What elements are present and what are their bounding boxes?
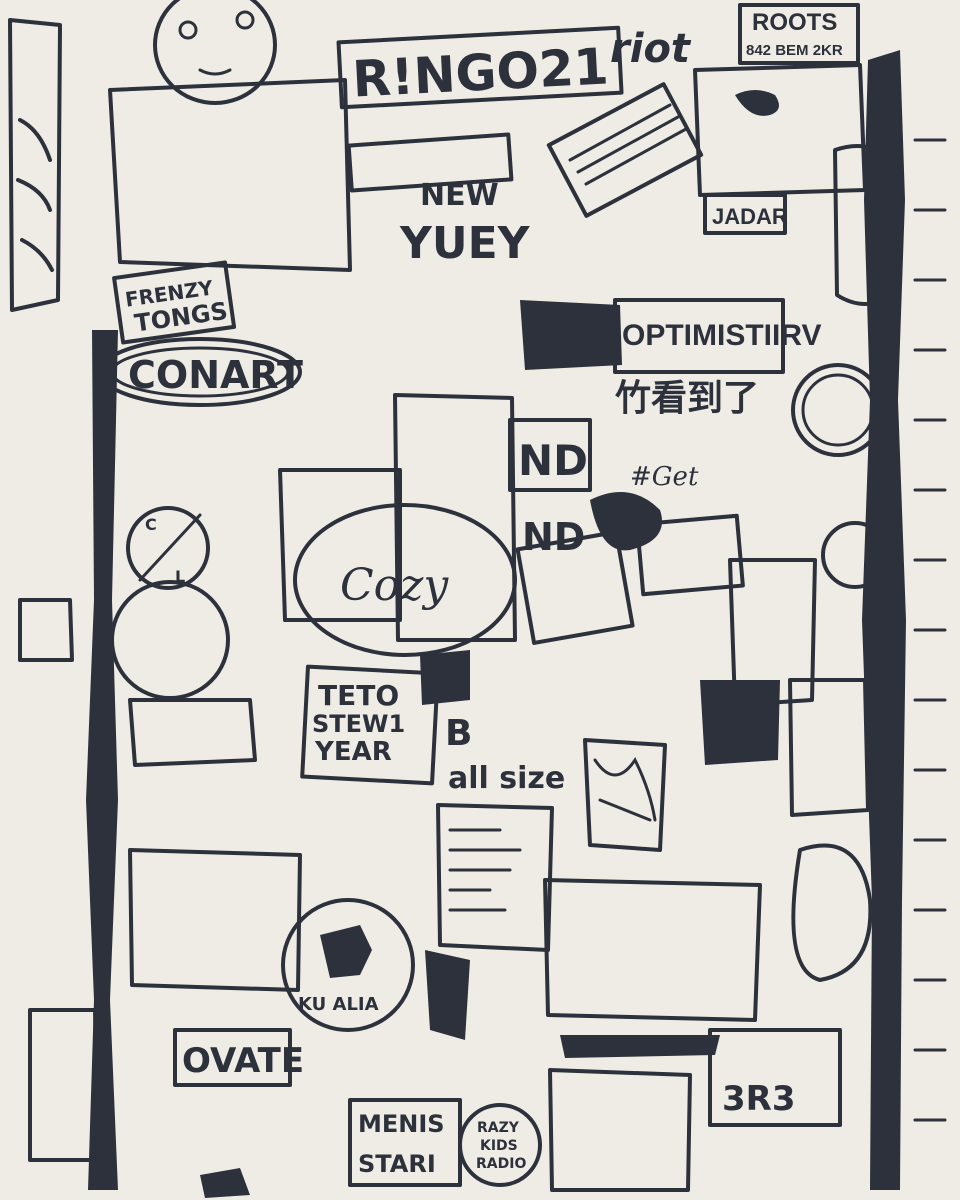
photo-sticker-top-right xyxy=(693,63,867,197)
jadar-text: JADAR xyxy=(712,204,788,229)
nd-sticker-two: ND xyxy=(522,515,585,559)
white-paper-center xyxy=(393,393,517,642)
tall-sticker-right-lower xyxy=(788,678,870,817)
kids-text: KIDS xyxy=(480,1138,518,1154)
menis-text: MENIS xyxy=(358,1110,445,1138)
roots-top-text: ROOTS xyxy=(752,9,837,36)
paper-note-lines xyxy=(448,828,522,912)
bottom-right-text: 3R3 xyxy=(722,1079,796,1119)
b-text: B xyxy=(445,713,472,754)
face-sticker xyxy=(153,0,277,105)
blot-center xyxy=(420,650,470,705)
year-text: YEAR xyxy=(314,737,392,767)
conart-sticker: CONART xyxy=(98,337,303,407)
white-sticker-left-mid xyxy=(128,698,257,767)
ringo-sticker: R!NGO21 xyxy=(336,25,624,110)
right-pole-shadow xyxy=(862,50,906,1190)
ringo-text: R!NGO21 xyxy=(351,37,610,108)
optimistry-text: OPTIMISTIIRV xyxy=(622,319,821,352)
teto-sticker: TETO STEW1 YEAR xyxy=(300,664,440,786)
radio-text: RADIO xyxy=(476,1156,526,1172)
kuala-text: KU ALIA xyxy=(298,994,379,1015)
blot-bottom-left xyxy=(200,1168,250,1198)
ovate-text: OVATE xyxy=(182,1041,304,1081)
crazy-kids-radio-badge: RAZY KIDS RADIO xyxy=(458,1103,542,1187)
nd2-text: ND xyxy=(522,515,585,559)
tall-ticket-right xyxy=(728,558,817,707)
optimistry-sticker: OPTIMISTIIRV xyxy=(613,298,821,374)
nd1-text: ND xyxy=(518,436,588,485)
squiggle-art-sticker xyxy=(583,738,667,852)
chinese-text: 竹看到了 xyxy=(615,377,759,419)
oval-sticker-right-bottom xyxy=(791,843,873,982)
left-edge-scribbles xyxy=(8,18,100,1162)
jadar-sticker: JADAR xyxy=(703,193,788,235)
teto-text: TETO xyxy=(318,679,399,712)
vertical-sticker-right xyxy=(833,144,887,306)
left-pole-shadow xyxy=(86,330,118,1190)
all-size-text: all size xyxy=(448,761,565,796)
blank-sticker-upper xyxy=(108,78,352,272)
photo-blot xyxy=(735,90,779,116)
svg-text:C: C xyxy=(145,515,157,534)
cozy-sticker: Cozy xyxy=(293,503,517,657)
new-text: NEW xyxy=(420,178,499,213)
stew-text: STEW1 xyxy=(312,710,405,738)
tall-sticker-bottom-center xyxy=(548,1068,692,1192)
blot-right-mid xyxy=(700,680,780,765)
right-edge-ticks xyxy=(913,138,947,1122)
stari-text: STARI xyxy=(358,1150,436,1178)
get-text: #Get xyxy=(630,462,699,492)
svg-text:L: L xyxy=(175,567,185,586)
striped-ticket-sticker xyxy=(546,82,704,218)
round-badge-right xyxy=(791,363,885,457)
small-badge-right xyxy=(821,521,889,589)
blot-mid-right xyxy=(590,492,662,551)
cl-circle-sticker: C L xyxy=(126,506,210,590)
tilted-sticker-pair xyxy=(515,513,745,645)
ovate-sticker: OVATE xyxy=(173,1028,304,1087)
white-block-lower-left xyxy=(128,848,302,992)
blot-bottom-strip xyxy=(560,1035,720,1058)
dark-sticker-center xyxy=(520,300,622,370)
kuala-badge: KU ALIA xyxy=(281,898,415,1032)
riot-text: riot xyxy=(610,26,692,72)
crazy-text: RAZY xyxy=(477,1120,520,1136)
roots-bottom-text: 842 BEM 2KR xyxy=(746,42,843,59)
yuey-text: YUEY xyxy=(399,218,531,269)
cozy-text: Cozy xyxy=(340,560,449,611)
bottom-right-sticker: 3R3 xyxy=(708,1028,842,1127)
roots-sticker: ROOTS 842 BEM 2KR xyxy=(738,3,860,65)
nd-sticker-one: ND xyxy=(508,418,592,492)
white-paper-left xyxy=(278,468,402,622)
squiggle-lines xyxy=(593,757,657,822)
blot-lower-center xyxy=(425,950,470,1040)
conart-text: CONART xyxy=(128,353,303,397)
white-box-lower-mid xyxy=(543,878,762,1022)
new-yuey-sticker: NEW YUEY xyxy=(346,132,531,269)
